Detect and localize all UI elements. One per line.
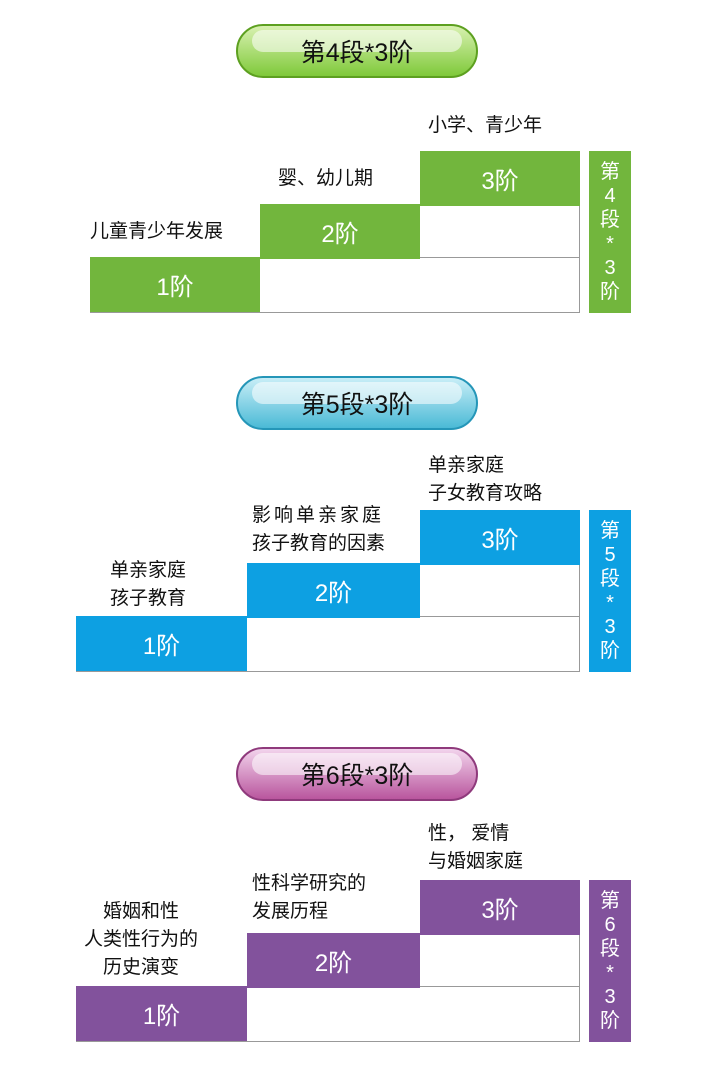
step-2-label: 性科学研究的发展历程 xyxy=(252,873,367,922)
section-title: 第6段*3阶 xyxy=(300,762,414,790)
step-3-label: 小学、青少年 xyxy=(428,115,543,136)
step-1-label: 婚姻和性人类性行为的历史演变 xyxy=(84,901,199,978)
step-3-label: 性， 爱情与婚姻家庭 xyxy=(428,823,524,872)
section-title: 第4段*3阶 xyxy=(300,39,414,67)
section-title-pill: 第4段*3阶 xyxy=(236,24,478,78)
step-3: 3阶 xyxy=(420,880,580,935)
step-2-label: 婴、幼儿期 xyxy=(278,168,374,189)
step-2: 2阶 xyxy=(260,204,420,259)
step-3-label: 单亲家庭子女教育攻略 xyxy=(428,455,543,504)
step-1: 1阶 xyxy=(76,986,247,1041)
step-1-label: 单亲家庭孩子教育 xyxy=(110,560,187,609)
step-3: 3阶 xyxy=(420,510,580,565)
step-1: 1阶 xyxy=(76,616,247,671)
section-title-pill: 第5段*3阶 xyxy=(236,376,478,430)
section-title: 第5段*3阶 xyxy=(300,391,414,419)
step-2-label: 影响单亲家庭孩子教育的因素 xyxy=(252,505,386,554)
step-2: 2阶 xyxy=(247,563,420,618)
step-3: 3阶 xyxy=(420,151,580,206)
step-1: 1阶 xyxy=(90,257,260,312)
section-title-pill: 第6段*3阶 xyxy=(236,747,478,801)
step-1-label: 儿童青少年发展 xyxy=(90,221,224,242)
step-2: 2阶 xyxy=(247,933,420,988)
